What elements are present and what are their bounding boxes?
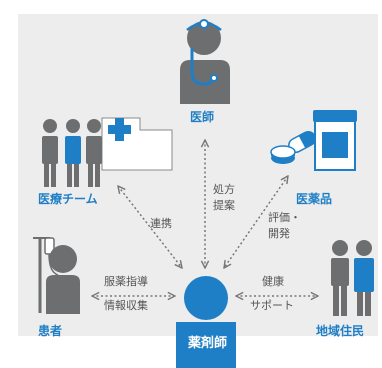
medical-staff-icon (42, 119, 102, 187)
pill-icon (270, 145, 296, 164)
hospital-icon (101, 117, 173, 171)
medicine-bottle-icon (313, 110, 357, 171)
doctor-icon (180, 19, 230, 104)
label-doctor: 医師 (190, 110, 215, 124)
relation-medicine-line2: 開発 (268, 227, 290, 240)
relation-medicine-line1: 評価・ (268, 211, 301, 224)
label-medicine: 医薬品 (296, 192, 333, 206)
label-residents: 地域住民 (316, 324, 365, 338)
patient-iv-icon (33, 237, 80, 314)
relation-patient-line1: 服薬指導 (104, 275, 148, 288)
relation-team: 連携 (150, 217, 172, 230)
arrow-team (118, 186, 182, 268)
label-patient: 患者 (38, 324, 63, 338)
relation-doctor-line1: 処方 (213, 183, 235, 196)
label-pharmacist: 薬剤師 (188, 336, 228, 351)
pharmacist-icon (176, 276, 236, 368)
relation-residents-line2: サポート (250, 299, 294, 312)
label-medical-team: 医療チーム (38, 192, 98, 206)
relation-patient-line2: 情報収集 (104, 299, 148, 312)
relation-residents-line1: 健康 (262, 275, 284, 288)
residents-icon (331, 240, 374, 316)
arrow-medicine (224, 176, 288, 268)
relation-doctor-line2: 提案 (213, 199, 235, 212)
